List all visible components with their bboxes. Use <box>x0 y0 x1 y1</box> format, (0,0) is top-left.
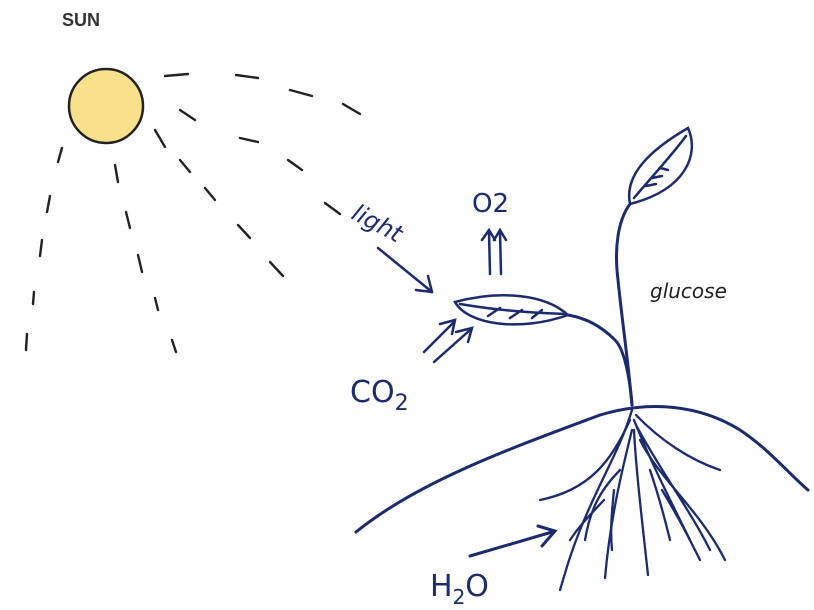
h2o-subscript: 2 <box>453 585 466 609</box>
sun-ray <box>270 262 283 276</box>
co2-label: CO2 <box>350 375 409 416</box>
light-arrow <box>378 248 432 292</box>
sun-ray <box>165 74 188 76</box>
lower-leaf <box>455 295 568 324</box>
sun-ray <box>240 138 258 142</box>
h2o-o: O <box>465 569 489 604</box>
upper-leaf <box>629 128 692 204</box>
ground-line <box>356 407 808 532</box>
plant-stem <box>568 204 632 405</box>
co2-text: CO <box>350 375 395 410</box>
sun-ray <box>26 334 27 350</box>
sun-ray <box>155 298 158 310</box>
co2-arrows <box>424 320 472 362</box>
h2o-arrow <box>470 526 555 556</box>
sun-ray <box>172 340 176 352</box>
sun-ray <box>126 212 130 228</box>
sun-icon <box>69 69 143 143</box>
sun-ray <box>155 130 165 147</box>
o2-arrows <box>482 230 506 274</box>
sun-ray <box>238 225 250 238</box>
sun-ray <box>58 148 62 162</box>
sun-ray <box>343 104 360 114</box>
co2-subscript: 2 <box>395 391 409 416</box>
sun-ray <box>325 203 340 214</box>
sun-ray <box>290 90 312 96</box>
sun-ray <box>33 292 34 304</box>
sun-ray <box>138 255 142 272</box>
sun-ray <box>40 240 42 256</box>
sun-ray <box>288 160 302 170</box>
o2-label: O2 <box>472 189 509 219</box>
h2o-h: H <box>430 569 453 604</box>
sun-ray <box>47 196 50 212</box>
glucose-label: glucose <box>650 279 727 303</box>
sun-ray <box>115 165 118 182</box>
light-label: light <box>347 199 409 249</box>
sun-ray <box>180 160 190 172</box>
roots <box>540 410 725 590</box>
h2o-label: H2O <box>430 569 489 609</box>
sun-ray <box>205 188 215 200</box>
sun-ray <box>236 75 258 78</box>
sun-ray <box>180 110 195 120</box>
